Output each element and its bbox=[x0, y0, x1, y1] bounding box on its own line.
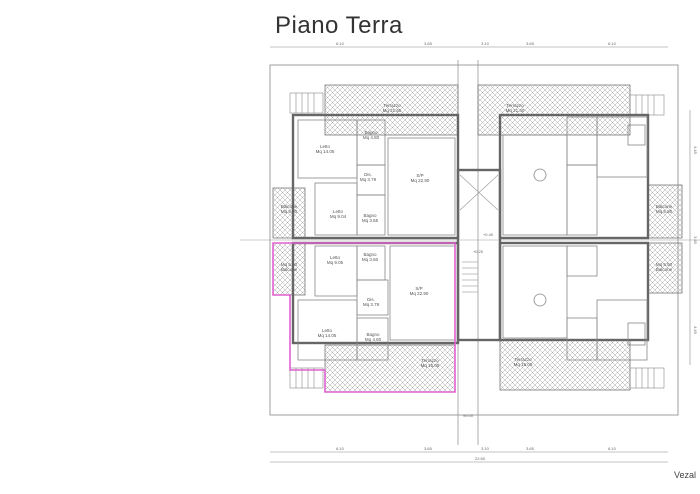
room-name-letto-1: Letto bbox=[320, 144, 331, 149]
room-name-terrazzo-bottom-left: Terrazzo bbox=[421, 358, 439, 363]
room-area-balcone-1: Mq 5.50 bbox=[281, 209, 298, 214]
room-name-bagno-1: Bagno bbox=[364, 130, 378, 135]
room-area-sp-2: Mq 22.90 bbox=[410, 291, 429, 296]
dim-bottom-3: 3.65 bbox=[526, 446, 535, 451]
room-area-terrazzo-top-right: Mq 21.40 bbox=[506, 108, 525, 113]
room-area-sp-1: Mq 22.90 bbox=[411, 178, 430, 183]
room-name-dis-1: Dis. bbox=[364, 172, 372, 177]
room-area-balcone-right-top: Mq 5.50 bbox=[656, 209, 673, 214]
room-name-balcone-2: Balcone bbox=[281, 267, 298, 272]
room-name-terrazzo-top-left: Terrazzo bbox=[383, 103, 401, 108]
dim-top-0: 6.10 bbox=[336, 41, 345, 46]
walls bbox=[291, 113, 650, 361]
dim-top-2: 3.10 bbox=[481, 41, 490, 46]
room-area-dis-2: Mq 3.79 bbox=[363, 302, 380, 307]
room-name-terrazzo-bottom-right: Terrazzo bbox=[514, 357, 532, 362]
room-name-balcone-right-top: Balcone bbox=[656, 204, 673, 209]
room-name-letto-4: Letto bbox=[322, 328, 333, 333]
level-center-low: +0.20 bbox=[473, 249, 484, 254]
room-area-terrazzo-bottom-right: Mq 15.05 bbox=[514, 362, 533, 367]
level-center: +0.40 bbox=[483, 232, 494, 237]
dim-bottom-0: 6.10 bbox=[336, 446, 345, 451]
room-name-letto-3: Letto bbox=[330, 255, 341, 260]
terraces bbox=[272, 84, 683, 393]
plan-title: Piano Terra bbox=[275, 12, 403, 39]
room-area-letto-4: Mq 14.05 bbox=[318, 333, 337, 338]
dim-bottom-total: 22.60 bbox=[475, 456, 486, 461]
room-name-balcone-right-bottom: Balcone bbox=[656, 267, 673, 272]
room-area-balcone-2: Mq 5.50 bbox=[281, 262, 298, 267]
room-name-sp-2: S/P bbox=[415, 286, 422, 291]
room-area-bagno-4: Mq 4.60 bbox=[365, 337, 382, 342]
room-area-bagno-2: Mq 3.65 bbox=[362, 218, 379, 223]
dim-bottom-2: 3.10 bbox=[481, 446, 490, 451]
level-ground: ±0.00 bbox=[463, 413, 474, 418]
dim-top-1: 3.65 bbox=[424, 41, 433, 46]
room-name-sp-1: S/P bbox=[416, 173, 423, 178]
dim-top-3: 3.65 bbox=[526, 41, 535, 46]
highlighted-unit-outline bbox=[272, 242, 456, 393]
room-area-balcone-right-bottom: Mq 5.50 bbox=[656, 262, 673, 267]
room-name-dis-2: Dis. bbox=[367, 297, 375, 302]
room-name-bagno-2: Bagno bbox=[363, 213, 377, 218]
room-area-bagno-1: Mq 4.80 bbox=[363, 135, 380, 140]
room-area-bagno-3: Mq 3.60 bbox=[362, 257, 379, 262]
dim-bottom-4: 6.10 bbox=[608, 446, 617, 451]
signature: Vezal bbox=[674, 470, 697, 480]
room-area-letto-2: Mq 9.04 bbox=[330, 214, 347, 219]
room-name-letto-2: Letto bbox=[333, 209, 344, 214]
room-area-letto-3: Mq 9.05 bbox=[327, 260, 344, 265]
room-name-balcone-1: Balcone bbox=[281, 204, 298, 209]
room-name-terrazzo-top-right: Terrazzo bbox=[506, 103, 524, 108]
dim-right-1: 3.60 bbox=[693, 236, 698, 245]
room-area-terrazzo-top-left: Mq 21.65 bbox=[383, 108, 402, 113]
dim-right-0: 4.45 bbox=[693, 146, 698, 155]
dim-top-4: 6.10 bbox=[608, 41, 617, 46]
dim-bottom-1: 3.65 bbox=[424, 446, 433, 451]
room-area-dis-1: Mq 3.79 bbox=[360, 177, 377, 182]
room-area-letto-1: Mq 14.05 bbox=[316, 149, 335, 154]
room-name-bagno-4: Bagno bbox=[366, 332, 380, 337]
room-labels: Terrazzo Mq 21.65 Terrazzo Mq 21.40 Lett… bbox=[281, 103, 673, 368]
dimension-lines bbox=[270, 46, 691, 463]
room-area-terrazzo-bottom-left: Mq 15.05 bbox=[421, 363, 440, 368]
dim-right-2: 4.45 bbox=[693, 326, 698, 335]
room-name-bagno-3: Bagno bbox=[363, 252, 377, 257]
